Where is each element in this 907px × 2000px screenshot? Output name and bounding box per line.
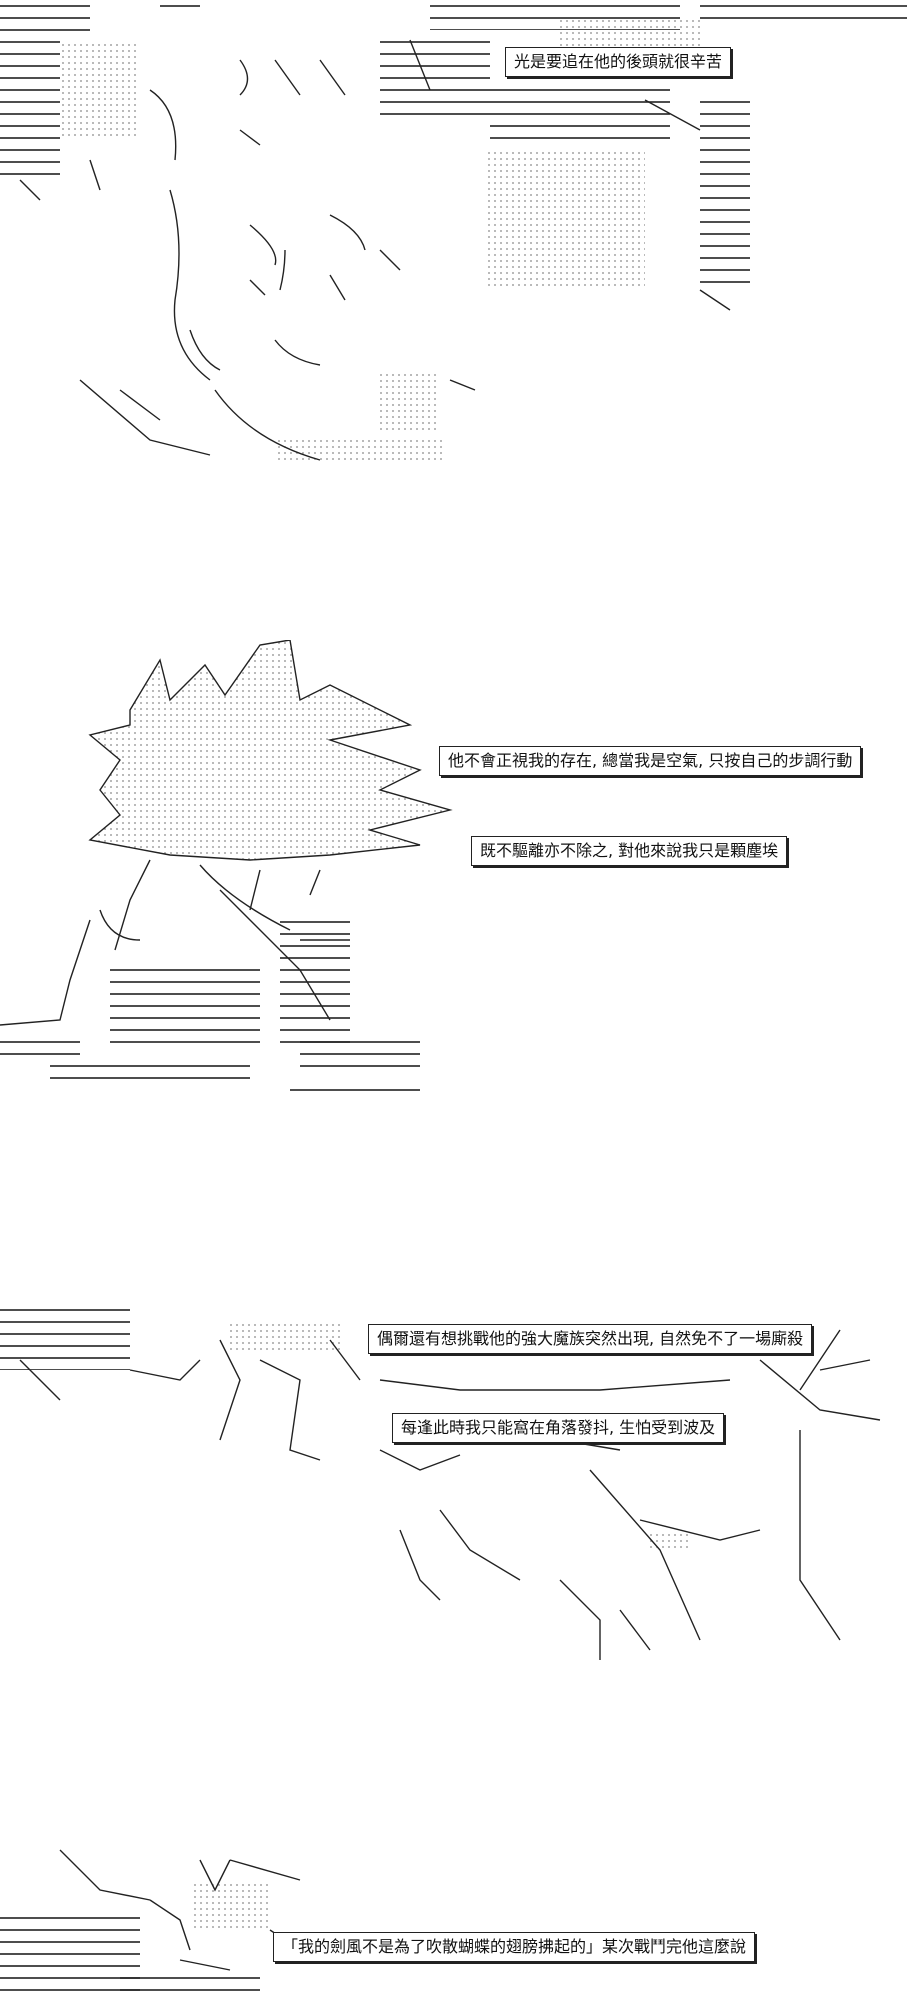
ascii-art-closing — [0, 1840, 907, 2000]
panel-1-face-closeup: 光是要追在他的後頭就很辛苦 — [0, 0, 907, 600]
caption-3: 既不驅離亦不除之, 對他來說我只是顆塵埃 — [471, 836, 788, 866]
panel-2-spiky-hair-figure: 他不會正視我的存在, 總當我是空氣, 只按自己的步調行動 既不驅離亦不除之, 對… — [0, 640, 907, 1100]
ascii-art-battle — [0, 1300, 907, 1680]
caption-5: 每逢此時我只能窩在角落發抖, 生怕受到波及 — [392, 1413, 725, 1443]
panel-4-closing-figure: 「我的劍風不是為了吹散蝴蝶的翅膀拂起的」某次戰鬥完他這麼說 — [0, 1840, 907, 2000]
caption-2: 他不會正視我的存在, 總當我是空氣, 只按自己的步調行動 — [439, 746, 862, 776]
caption-4: 偶爾還有想挑戰他的強大魔族突然出現, 自然免不了一場廝殺 — [368, 1324, 813, 1354]
panel-3-battle-scene: 偶爾還有想挑戰他的強大魔族突然出現, 自然免不了一場廝殺 每逢此時我只能窩在角落… — [0, 1280, 907, 1680]
ascii-art-figure — [0, 640, 907, 1094]
caption-1: 光是要追在他的後頭就很辛苦 — [505, 47, 732, 77]
ascii-art-face — [0, 0, 907, 600]
caption-6: 「我的劍風不是為了吹散蝴蝶的翅膀拂起的」某次戰鬥完他這麼說 — [273, 1932, 756, 1962]
